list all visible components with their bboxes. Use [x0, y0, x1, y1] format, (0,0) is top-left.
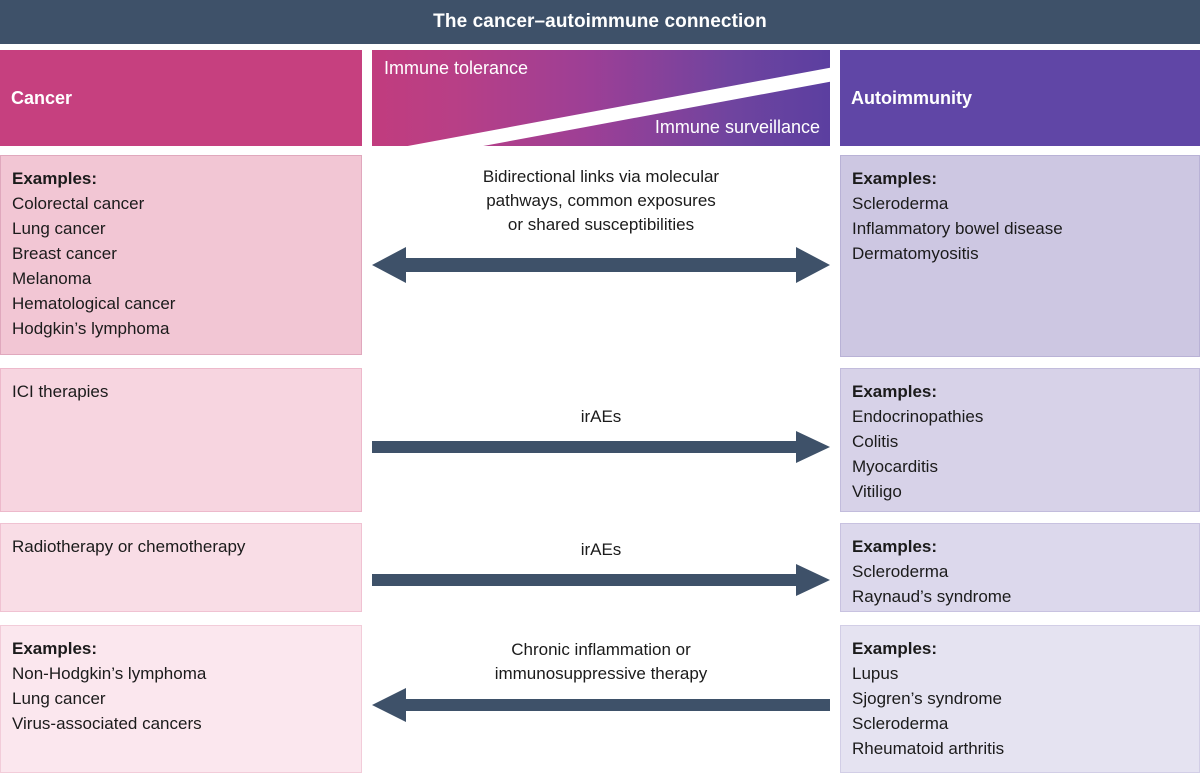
cancer-box-row-3: Radiotherapy or chemotherapy — [0, 523, 362, 612]
list-item: Endocrinopathies — [852, 407, 984, 426]
list-item: Lupus — [852, 664, 899, 683]
list-item: Scleroderma — [852, 562, 949, 581]
autoimmunity-box-row-1-lead: Examples: — [852, 169, 938, 188]
bidirectional-arrow-icon — [372, 247, 830, 283]
arrow-caption-line: immunosuppressive therapy — [494, 664, 708, 683]
left-arrow-icon — [372, 688, 830, 722]
list-item: Colorectal cancer — [12, 194, 145, 213]
list-item: Inflammatory bowel disease — [852, 219, 1063, 238]
arrow-caption-row-1: Bidirectional links via molecular pathwa… — [372, 165, 830, 237]
list-item: Virus-associated cancers — [12, 714, 202, 733]
column-header-cancer: Cancer — [0, 50, 362, 146]
list-item: Myocarditis — [852, 457, 938, 476]
list-item: Melanoma — [12, 269, 92, 288]
figure-title-bar: The cancer–autoimmune connection — [0, 0, 1200, 44]
autoimmunity-box-row-1: Examples: Scleroderma Inflammatory bowel… — [840, 155, 1200, 357]
arrow-caption-line: irAEs — [580, 540, 622, 559]
list-item: Sjogren’s syndrome — [852, 689, 1002, 708]
column-header-autoimmunity-label: Autoimmunity — [851, 87, 972, 108]
column-header-cancer-label: Cancer — [11, 87, 73, 108]
figure-title: The cancer–autoimmune connection — [433, 11, 767, 32]
autoimmunity-box-row-3-lead: Examples: — [852, 537, 938, 556]
list-item: Raynaud’s syndrome — [852, 587, 1012, 606]
autoimmunity-box-row-4: Examples: Lupus Sjogren’s syndrome Scler… — [840, 625, 1200, 773]
cancer-box-row-2: ICI therapies — [0, 368, 362, 512]
list-item: Scleroderma — [852, 714, 949, 733]
arrow-caption-line: irAEs — [580, 407, 622, 426]
autoimmunity-box-row-2-lead: Examples: — [852, 382, 938, 401]
arrow-caption-row-3: irAEs — [372, 538, 830, 562]
right-arrow-icon — [372, 431, 830, 463]
list-item: ICI therapies — [12, 382, 109, 401]
arrow-zone-row-3: irAEs — [372, 538, 830, 596]
list-item: Rheumatoid arthritis — [852, 739, 1005, 758]
list-item: Dermatomyositis — [852, 244, 979, 263]
immune-tolerance-label: Immune tolerance — [384, 58, 529, 78]
right-arrow-icon — [372, 564, 830, 596]
column-header-autoimmunity: Autoimmunity — [840, 50, 1200, 146]
arrow-zone-row-4: Chronic inflammation or immunosuppressiv… — [372, 638, 830, 722]
arrow-caption-line: Chronic inflammation or — [511, 640, 691, 659]
list-item: Hematological cancer — [12, 294, 176, 313]
list-item: Breast cancer — [12, 244, 117, 263]
cancer-box-row-1: Examples: Colorectal cancer Lung cancer … — [0, 155, 362, 355]
arrow-zone-row-2: irAEs — [372, 405, 830, 463]
autoimmunity-box-row-4-lead: Examples: — [852, 639, 938, 658]
arrow-caption-row-2: irAEs — [372, 405, 830, 429]
arrow-caption-line: Bidirectional links via molecular — [482, 167, 720, 186]
list-item: Scleroderma — [852, 194, 949, 213]
list-item: Lung cancer — [12, 219, 106, 238]
list-item: Hodgkin’s lymphoma — [12, 319, 170, 338]
list-item: Vitiligo — [852, 482, 902, 501]
arrow-caption-row-4: Chronic inflammation or immunosuppressiv… — [372, 638, 830, 686]
cancer-box-row-4-lead: Examples: — [12, 639, 98, 658]
cancer-box-row-4: Examples: Non-Hodgkin’s lymphoma Lung ca… — [0, 625, 362, 773]
list-item: Radiotherapy or chemotherapy — [12, 537, 246, 556]
arrow-caption-line: or shared susceptibilities — [507, 215, 695, 234]
immune-surveillance-label: Immune surveillance — [654, 117, 820, 137]
arrow-caption-line: pathways, common exposures — [486, 191, 716, 210]
list-item: Lung cancer — [12, 689, 106, 708]
list-item: Non-Hodgkin’s lymphoma — [12, 664, 207, 683]
cancer-box-row-1-lead: Examples: — [12, 169, 98, 188]
arrow-zone-row-1: Bidirectional links via molecular pathwa… — [372, 165, 830, 283]
autoimmunity-box-row-2: Examples: Endocrinopathies Colitis Myoca… — [840, 368, 1200, 512]
autoimmunity-box-row-3: Examples: Scleroderma Raynaud’s syndrome — [840, 523, 1200, 612]
list-item: Colitis — [852, 432, 899, 451]
immune-gradient-band: Immune tolerance Immune surveillance — [372, 50, 830, 146]
